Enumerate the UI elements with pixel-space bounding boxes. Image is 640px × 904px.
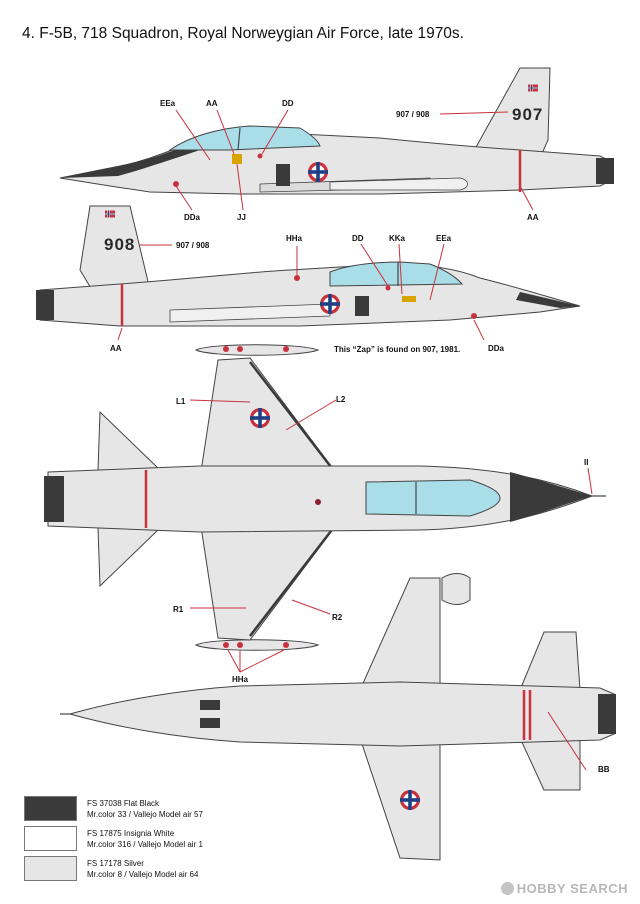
label-serials-1: 907 / 908 — [396, 110, 430, 119]
label-r1: R1 — [173, 605, 184, 614]
watermark-logo-icon — [500, 882, 514, 895]
label-ii: II — [584, 458, 588, 467]
swatch-flat-black — [24, 796, 77, 821]
label-serials-2: 907 / 908 — [176, 241, 210, 250]
label-eea-2: EEa — [436, 234, 452, 243]
label-aa-2: AA — [527, 213, 539, 222]
label-zap-note: This “Zap” is found on 907, 1981. — [334, 345, 460, 354]
canopy-2 — [329, 261, 464, 287]
label-hha-2: HHa — [232, 675, 249, 684]
label-l2: L2 — [336, 395, 346, 404]
under-fuselage — [68, 681, 615, 747]
legend-silver: FS 17178 Silver Mr.color 8 / Vallejo Mod… — [24, 856, 284, 882]
legend-ref: Mr.color 316 / Vallejo Model air 1 — [87, 840, 203, 849]
top-canopy — [365, 479, 501, 517]
legend-ref: Mr.color 33 / Vallejo Model air 57 — [87, 810, 203, 819]
label-jj: JJ — [237, 213, 246, 222]
label-dd-1: DD — [282, 99, 294, 108]
watermark-text: HOBBY SEARCH — [516, 881, 628, 896]
side-view-2: 908 — [36, 205, 581, 341]
tail-code-908: 908 — [104, 235, 135, 254]
page-title: 4. F-5B, 718 Squadron, Royal Norweygian … — [22, 25, 464, 42]
watermark: HOBBY SEARCH — [500, 881, 628, 896]
top-view — [44, 344, 606, 673]
swatch-silver — [24, 856, 77, 881]
label-dd-2: DD — [352, 234, 364, 243]
bottom-view — [60, 573, 616, 861]
tip-tank-upper — [194, 344, 320, 356]
label-bb: BB — [598, 765, 610, 774]
legend-code: FS 37038 Flat Black — [87, 799, 160, 808]
canopy-1 — [168, 125, 321, 151]
label-kka: KKa — [389, 234, 406, 243]
label-aa-1: AA — [206, 99, 218, 108]
nose-black-2 — [516, 292, 580, 308]
swatch-insignia-white — [24, 826, 77, 851]
side-view-1: 907 — [59, 67, 614, 211]
label-eea-1: EEa — [160, 99, 176, 108]
label-dda-2: DDa — [488, 344, 505, 353]
label-l1: L1 — [176, 397, 186, 406]
tip-tank-lower — [194, 639, 320, 651]
label-hha-1: HHa — [286, 234, 303, 243]
legend-ref: Mr.color 8 / Vallejo Model air 64 — [87, 870, 199, 879]
label-aa-3: AA — [110, 344, 122, 353]
legend-code: FS 17178 Silver — [87, 859, 144, 868]
tail-code-907: 907 — [512, 105, 543, 124]
legend-code: FS 17875 Insignia White — [87, 829, 175, 838]
label-dda-1: DDa — [184, 213, 201, 222]
under-tank — [441, 573, 471, 605]
label-r2: R2 — [332, 613, 343, 622]
legend-flat-black: FS 37038 Flat Black Mr.color 33 / Vallej… — [24, 796, 284, 822]
legend-insignia-white: FS 17875 Insignia White Mr.color 316 / V… — [24, 826, 284, 852]
nose-black-1 — [60, 142, 200, 178]
callout-labels: EEa AA DD 907 / 908 DDa JJ AA 907 / 908 … — [110, 99, 610, 774]
